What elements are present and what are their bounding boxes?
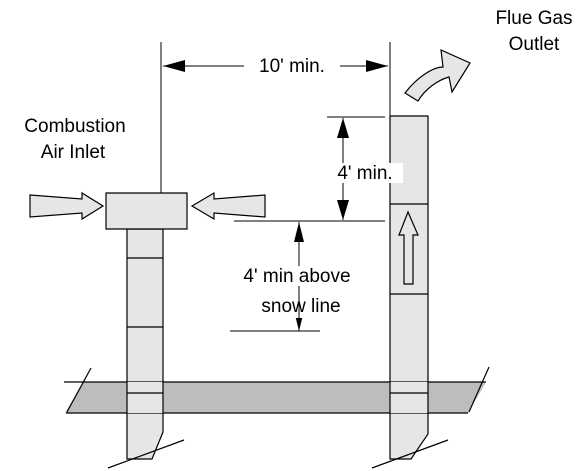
horizontal-clearance-label: 10' min.	[259, 56, 325, 77]
intake-pipe-body	[126, 228, 164, 460]
snow-arrowhead-up	[294, 222, 304, 242]
exhaust-flow-up-arrow	[398, 210, 419, 285]
vertical-label-bg	[327, 163, 403, 183]
dim-arrowhead-right	[366, 60, 388, 72]
horizontal-label-bg	[244, 56, 340, 76]
roof-band	[65, 382, 486, 413]
snow-line-label-line1: 4' min above	[243, 266, 350, 287]
exhaust-pipe-roof-section	[390, 382, 428, 413]
intake-tee-fitting	[105, 192, 188, 230]
flue-gas-outlet-label-line1: Flue Gas	[495, 8, 572, 29]
intake-pipe	[105, 192, 188, 469]
combustion-air-inlet-label-line1: Combustion	[24, 116, 125, 137]
roof-right-edge	[468, 366, 490, 413]
intake-pipe-roof-section	[127, 382, 163, 413]
flue-gas-outlet-arrow	[404, 49, 471, 102]
exhaust-pipe-bevel	[371, 439, 449, 469]
air-inlet-right-arrow	[190, 191, 266, 221]
snow-label-bg-2	[253, 296, 349, 318]
dim-arrowhead-down	[337, 200, 349, 220]
vertical-clearance-label: 4' min.	[337, 163, 392, 184]
dim-arrowhead-left	[163, 60, 185, 72]
roof-left-edge	[66, 367, 92, 413]
snow-label-bg-1	[228, 266, 368, 286]
dim-arrowhead-up	[337, 118, 349, 138]
flue-gas-outlet-label-line2: Outlet	[509, 34, 560, 55]
air-inlet-left-arrow	[29, 191, 105, 221]
combustion-air-inlet-label-line2: Air Inlet	[41, 142, 106, 163]
intake-pipe-bevel	[107, 439, 185, 469]
snow-line-label-line2: snow line	[261, 296, 340, 317]
